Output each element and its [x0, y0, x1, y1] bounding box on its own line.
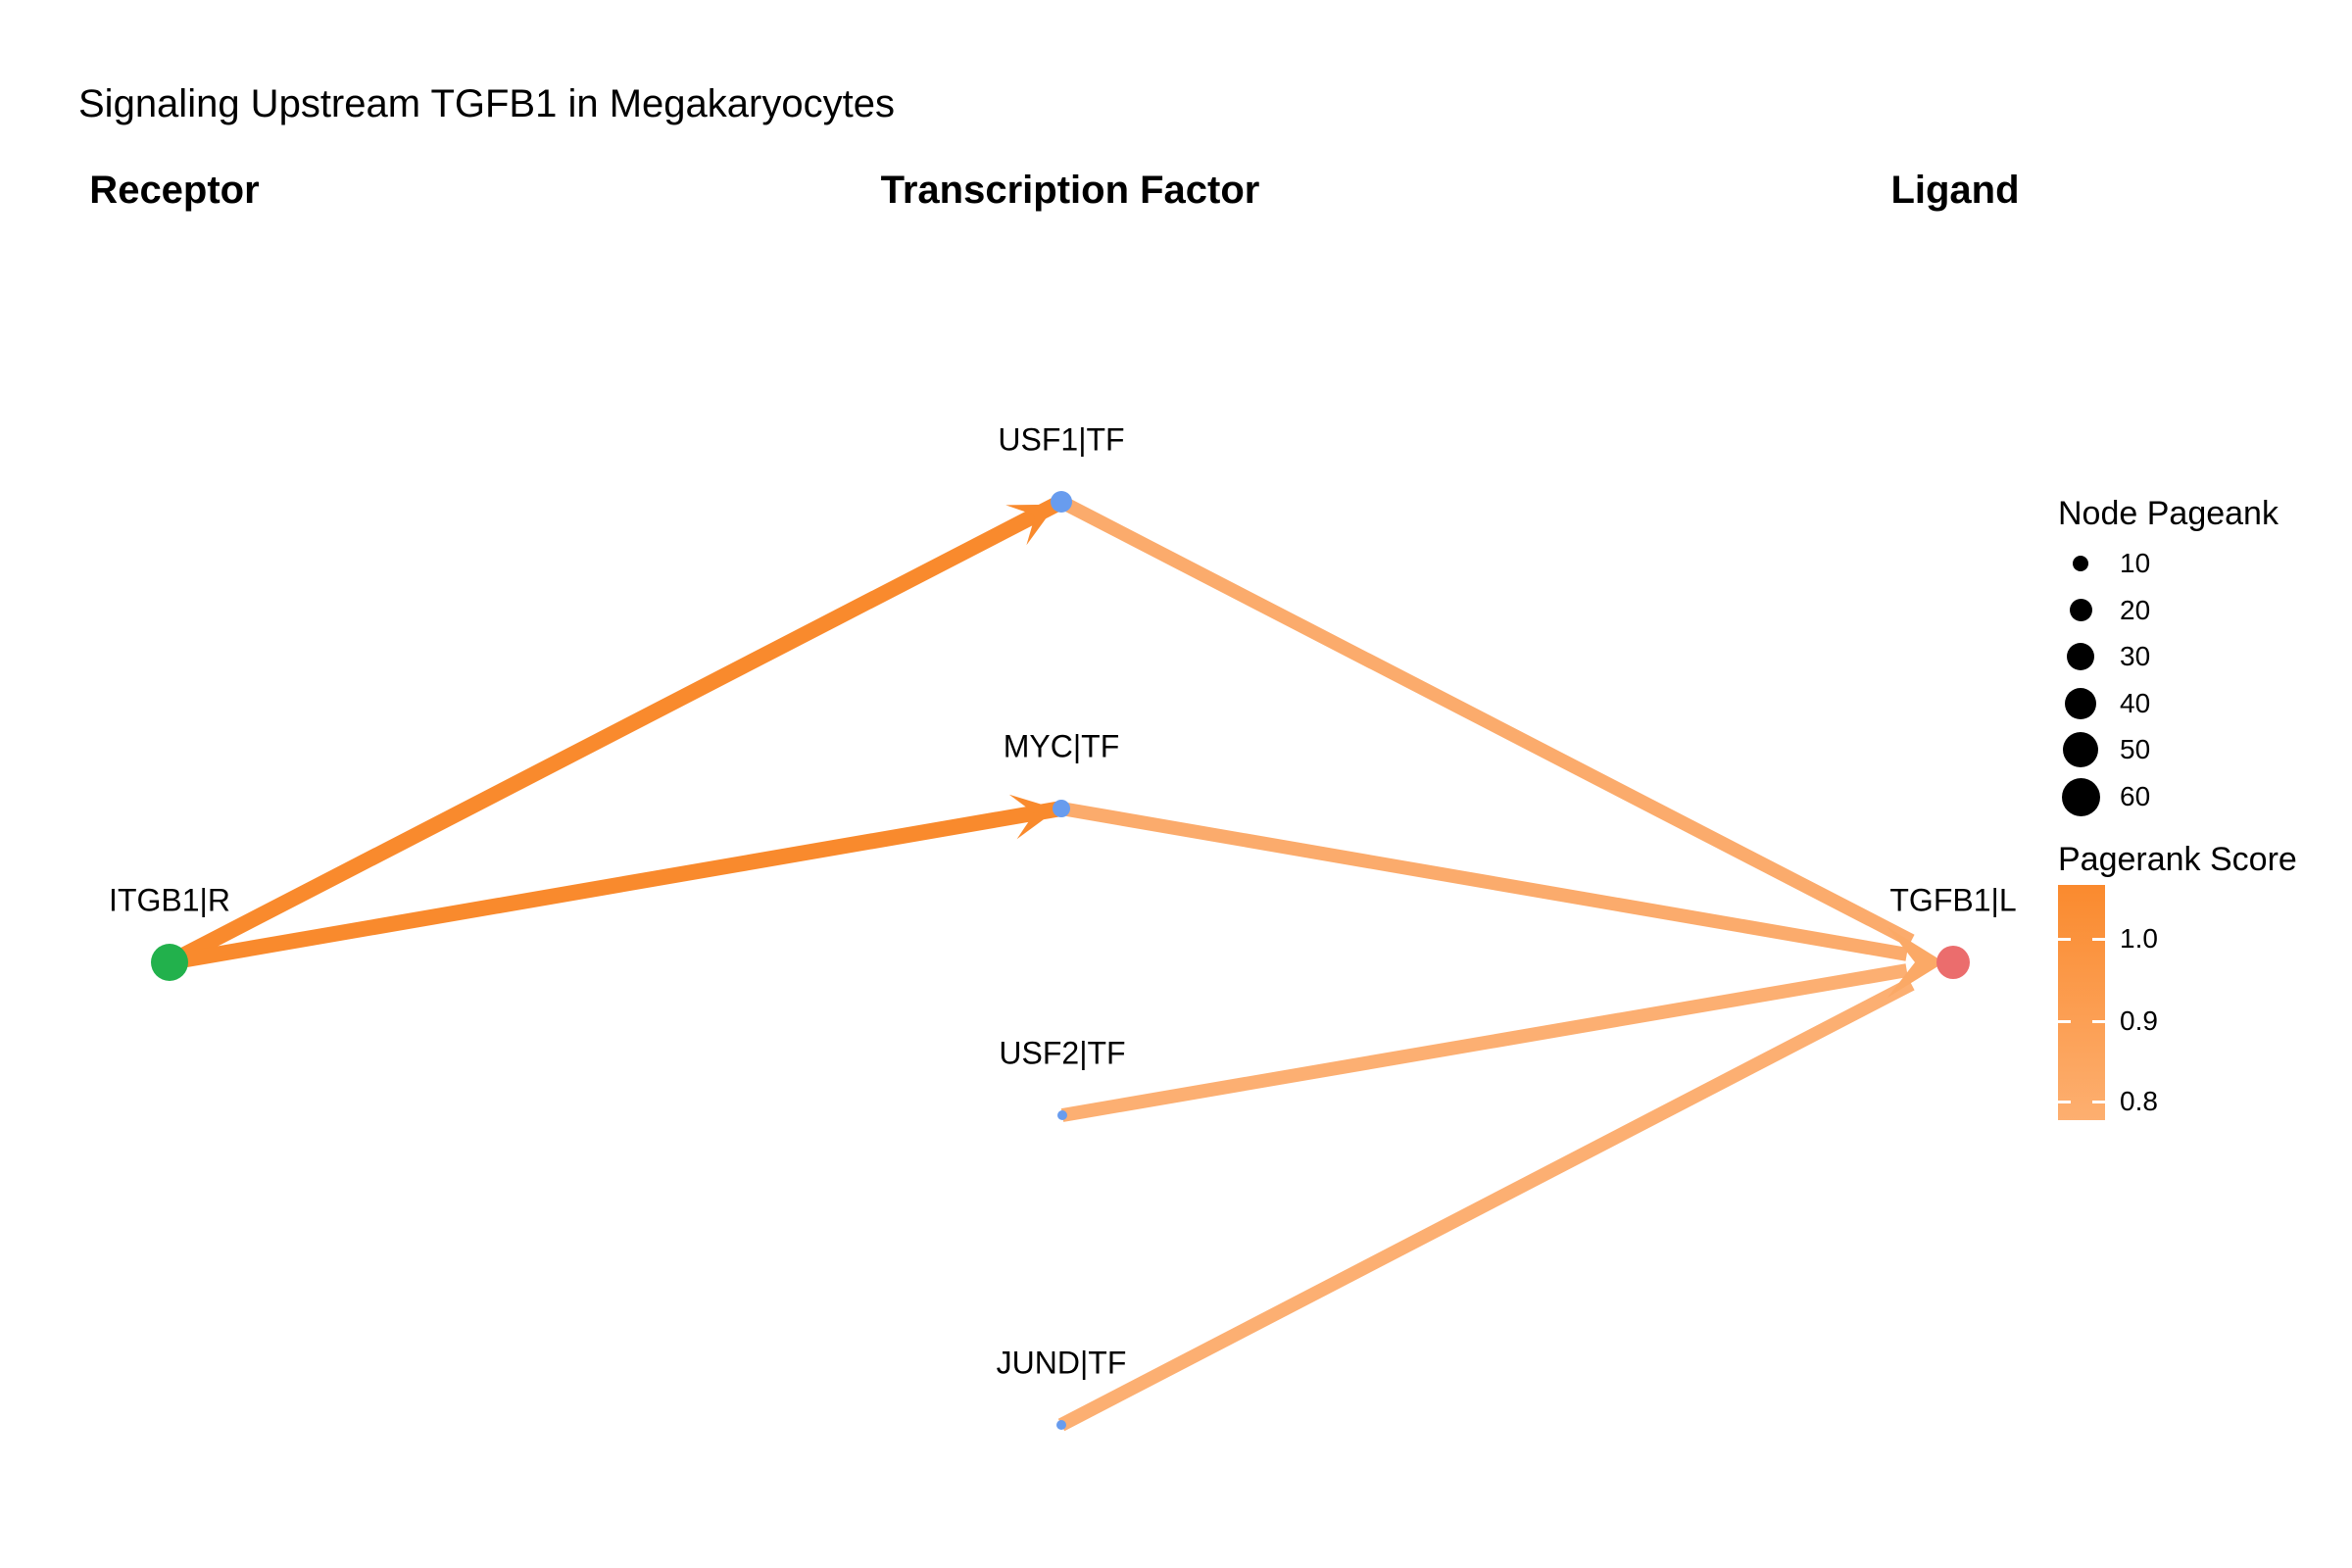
colorbar-tick-mark	[2058, 938, 2071, 941]
node-usf1-tf	[1051, 491, 1072, 513]
column-header-receptor: Receptor	[89, 169, 260, 212]
edge-itgb1-r-to-usf1-tf	[166, 494, 1065, 970]
node-label-jund-tf: JUND|TF	[996, 1345, 1127, 1381]
plot-title: Signaling Upstream TGFB1 in Megakaryocyt…	[78, 82, 895, 125]
size-legend-dot	[2065, 687, 2096, 719]
edge-jund-tf-to-tgfb1-l	[1057, 977, 1915, 1432]
colorbar-tick-mark	[2092, 1020, 2105, 1023]
size-legend-dot	[2069, 599, 2092, 622]
node-label-myc-tf: MYC|TF	[1003, 728, 1120, 764]
edge-usf2-tf-to-tgfb1-l	[1060, 963, 1908, 1122]
colorbar-tick-mark	[2092, 938, 2105, 941]
size-legend-dot-cell	[2058, 687, 2103, 719]
combined-arrowhead-tgfb1-l	[1887, 927, 1944, 998]
colorbar-tick-mark	[2092, 1101, 2105, 1103]
size-legend-dot-cell	[2058, 777, 2103, 816]
size-legend-dot	[2061, 777, 2100, 816]
size-legend-dot-cell	[2058, 556, 2103, 571]
color-legend-title: Pagerank Score	[2058, 841, 2297, 878]
size-legend-item: 30	[2058, 633, 2150, 680]
size-legend-value: 40	[2120, 687, 2151, 718]
node-itgb1-r	[151, 944, 188, 981]
size-legend-item: 60	[2058, 773, 2150, 820]
node-jund-tf	[1056, 1420, 1066, 1430]
node-tgfb1-l	[1936, 946, 1970, 979]
size-legend-dot	[2063, 732, 2098, 768]
node-label-itgb1-r: ITGB1|R	[109, 882, 230, 918]
size-legend-value: 20	[2120, 594, 2151, 625]
node-label-usf2-tf: USF2|TF	[999, 1035, 1126, 1071]
arrowhead-myc-tf	[1008, 794, 1058, 840]
size-legend-dot-cell	[2058, 599, 2103, 622]
colorbar-gradient	[2058, 885, 2105, 1120]
size-legend-dot-cell	[2058, 732, 2103, 768]
size-legend-value: 30	[2120, 641, 2151, 672]
size-legend-value: 50	[2120, 734, 2151, 765]
size-legend-item: 40	[2058, 680, 2150, 727]
size-legend-dot	[2073, 556, 2088, 571]
size-legend-item: 20	[2058, 587, 2150, 634]
size-legend-value: 60	[2120, 781, 2151, 811]
size-legend-dot	[2067, 643, 2094, 671]
size-legend-title: Node Pageank	[2058, 495, 2278, 532]
arrowhead-usf1-tf	[1005, 504, 1056, 546]
node-pagerank-size-legend: Node Pageank 10 20 30 40 50 60	[2058, 495, 2352, 833]
edge-itgb1-r-to-myc-tf	[168, 801, 1063, 970]
node-label-usf1-tf: USF1|TF	[998, 421, 1125, 458]
column-header-transcription-factor: Transcription Factor	[880, 169, 1260, 212]
pagerank-score-color-legend: Pagerank Score 1.0 0.9 0.8	[2058, 841, 2352, 1174]
node-label-tgfb1-l: TGFB1|L	[1889, 882, 2017, 918]
colorbar-tick-label: 1.0	[2120, 923, 2158, 954]
node-myc-tf	[1053, 800, 1070, 817]
column-header-ligand: Ligand	[1890, 169, 2020, 212]
colorbar-tick-mark	[2058, 1020, 2071, 1023]
size-legend-item: 50	[2058, 726, 2150, 773]
node-usf2-tf	[1057, 1110, 1067, 1120]
size-legend-item: 10	[2058, 540, 2150, 587]
colorbar-tick-label: 0.9	[2120, 1005, 2158, 1036]
size-legend-dot-cell	[2058, 643, 2103, 671]
edge-usf1-tf-to-tgfb1-l	[1057, 495, 1915, 948]
colorbar-tick-label: 0.8	[2120, 1086, 2158, 1116]
edge-myc-tf-to-tgfb1-l	[1059, 802, 1908, 961]
colorbar-tick-mark	[2058, 1101, 2071, 1103]
size-legend-value: 10	[2120, 548, 2151, 578]
